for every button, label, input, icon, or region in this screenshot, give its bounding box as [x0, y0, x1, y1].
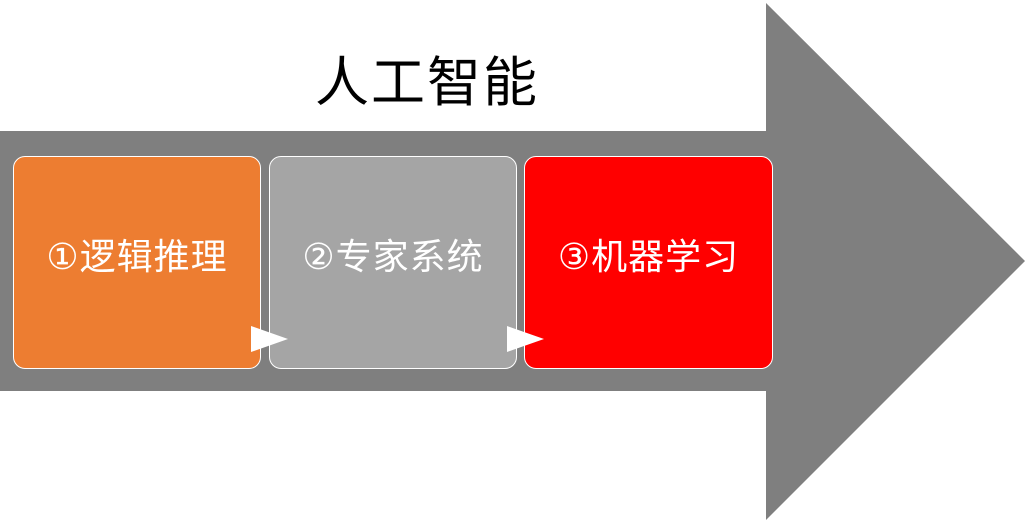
triangle-right-icon — [507, 326, 544, 352]
stage-label: ③机器学习 — [557, 236, 740, 278]
triangle-right-icon — [251, 326, 288, 352]
stage-machine-learning: ③机器学习 — [524, 156, 773, 369]
stage-label: ①逻辑推理 — [46, 236, 228, 278]
diagram-title: 人工智能 — [315, 51, 539, 114]
stage-logic-reasoning: ①逻辑推理 — [13, 156, 261, 369]
stage-expert-system: ②专家系统 — [269, 156, 517, 369]
stage-label: ②专家系统 — [302, 236, 484, 278]
